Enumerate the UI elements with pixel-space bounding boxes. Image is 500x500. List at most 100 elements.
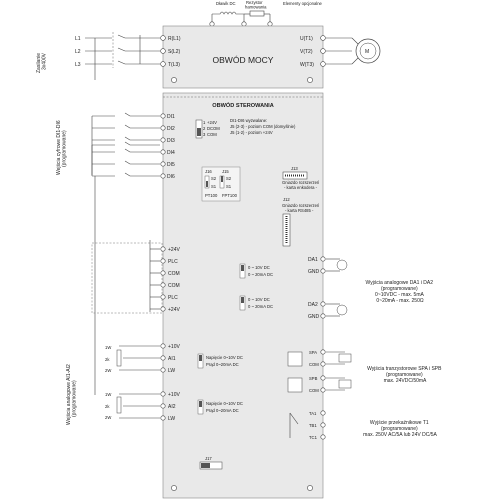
terminal-s[interactable] [160,48,166,54]
di-mode-switch[interactable]: 1 2 3 +24V DCOM COM [195,119,220,139]
control-circuit-box [162,92,324,499]
terminal-ai2-10v[interactable] [160,391,166,397]
terminal-plc-b[interactable] [160,294,166,300]
terminal-com-b[interactable] [160,282,166,288]
terminal-da1-gnd[interactable] [320,268,326,274]
power-output-terminals: U(T1) V(T2) W(T3) M [300,35,381,83]
analog-input-2: 1W 2k 2W +10V AI2 LW [105,391,180,422]
term-label-v: V(T2) [300,49,313,55]
terminal-com-a[interactable] [160,270,166,276]
di-sw-num-2: 2 [203,126,206,131]
terminal-tb1[interactable] [320,422,326,428]
ai1-term-2: LW [168,368,175,374]
terminal-w[interactable] [320,61,326,67]
analog-inputs-side-label: Wejścia analogowe AI1-AI2(programowane) [66,364,78,425]
pt-label-1: PLC [168,259,178,265]
j17-label: J17 [205,456,212,461]
da2-sw-opt-i: 0 ~ 20mA DC [248,304,273,309]
terminal-com-spa[interactable] [320,361,326,367]
ground-terminal-bottom-left[interactable] [171,485,177,491]
j13-connector[interactable]: J13 Gniazdo rozszerzeń - karta enkodera … [282,166,320,190]
terminal-di1[interactable] [160,113,166,119]
transistor-outputs: SPA COM SPB COM [287,349,352,393]
terminal-da2[interactable] [320,301,326,307]
terminal-ai2[interactable] [160,403,166,409]
tc1-label: TC1 [309,435,318,440]
spb-label: SPB [309,376,318,381]
terminal-ai1-10v[interactable] [160,343,166,349]
line-label-l3: L3 [75,62,81,68]
s2b-label: S2 [226,176,232,181]
ground-terminal-right[interactable] [307,77,313,83]
terminal-24v-b[interactable] [160,306,166,312]
terminal-r[interactable] [160,35,166,41]
terminal-da1[interactable] [320,256,326,262]
j13-desc-1: Gniazdo rozszerzeń [282,180,320,185]
di-label-1: DI1 [167,114,175,120]
power-circuit-box [162,25,324,89]
pt-label-2: COM [168,271,180,277]
di-sw-opt-dcom: DCOM [207,126,220,131]
ai1-term-0: +10V [168,344,180,350]
terminal-ai1-lw[interactable] [160,367,166,373]
di-switch-desc-0: DI1-DI6 wyzwalane: [230,118,267,123]
analog-input-1: 1W 2k 2W +10V AI1 LW [105,343,180,374]
control-circuit-title: OBWÓD STEROWANIA [212,101,274,109]
terminal-ai1[interactable] [160,355,166,361]
terminal-di4[interactable] [160,149,166,155]
j12-desc-1: Gniazdo rozszerzeń [282,203,320,208]
ai1-pin-2w: 2W [105,368,111,373]
ground-terminal-left[interactable] [171,77,177,83]
ai1-pin-2k: 2k [105,357,110,362]
terminal-spa[interactable] [320,349,326,355]
terminal-v[interactable] [320,48,326,54]
terminal-com-spb[interactable] [320,387,326,393]
pt100-jumpers[interactable]: J16 J15 S2 S1 S2 S1 PT100 FPT100 [201,166,241,202]
power-input-terminals: R(L1) S(L2) T(L3) [160,35,181,83]
terminal-p[interactable] [209,21,215,27]
di-sw-opt-24v: +24V [207,120,217,125]
di-label-4: DI4 [167,150,175,156]
choke-coil-icon [212,11,244,15]
pt-label-5: +24V [168,307,180,313]
terminal-di2[interactable] [160,125,166,131]
da1-sw-opt-v: 0 ~ 10V DC [248,265,270,270]
terminal-u[interactable] [320,35,326,41]
ground-terminal-bottom-right[interactable] [307,485,313,491]
analog-output-switch-2[interactable]: 0 ~ 10V DC 0 ~ 20mA DC [239,295,273,311]
terminal-t[interactable] [160,61,166,67]
term-label-w: W(T3) [300,62,314,68]
di-label-6: DI6 [167,174,175,180]
ai1-mode-switch[interactable]: Napięcie 0~10V DC Prąd 0~20mA DC [197,353,243,369]
terminal-rb[interactable] [267,21,273,27]
ai2-pin-2w: 2W [105,415,111,420]
ai1-sw-opt-v: Napięcie 0~10V DC [206,355,243,360]
di-label-3: DI3 [167,138,175,144]
terminal-ta1[interactable] [320,410,326,416]
da2-label: DA2 [308,302,318,308]
j17-jumper[interactable]: J17 [171,456,313,491]
ai1-pin-1w: 1W [105,345,111,350]
terminal-p-plus[interactable] [241,21,247,27]
term-label-s: S(L2) [168,49,181,55]
terminal-tc1[interactable] [320,434,326,440]
terminal-plc-a[interactable] [160,258,166,264]
supply-lines: L1 L2 L3 [75,32,160,80]
ai2-mode-switch[interactable]: Napięcie 0~10V DC Prąd 0~20mA DC [197,399,243,415]
terminal-di5[interactable] [160,161,166,167]
j16-label: J16 [205,169,212,174]
analog-output-switch-1[interactable]: 0 ~ 10V DC 0 ~ 20mA DC [239,263,273,279]
j12-connector[interactable]: J12 Gniazdo rozszerzeń - karta RS485 - [282,197,320,247]
digital-inputs-side-label: Wejścia cyfrowe DI1-DI6(programowane) [56,120,68,175]
power-circuit-title: OBWÓD MOCY [213,55,274,65]
terminal-da2-gnd[interactable] [320,313,326,319]
j13-desc-2: - karta enkodera - [284,185,318,190]
terminal-di6[interactable] [160,173,166,179]
dlawik-label: Dławik DC [216,1,236,6]
terminal-ai2-lw[interactable] [160,415,166,421]
terminal-24v-a[interactable] [160,246,166,252]
terminal-spb[interactable] [320,375,326,381]
s2-label: S2 [211,176,217,181]
terminal-di3[interactable] [160,137,166,143]
